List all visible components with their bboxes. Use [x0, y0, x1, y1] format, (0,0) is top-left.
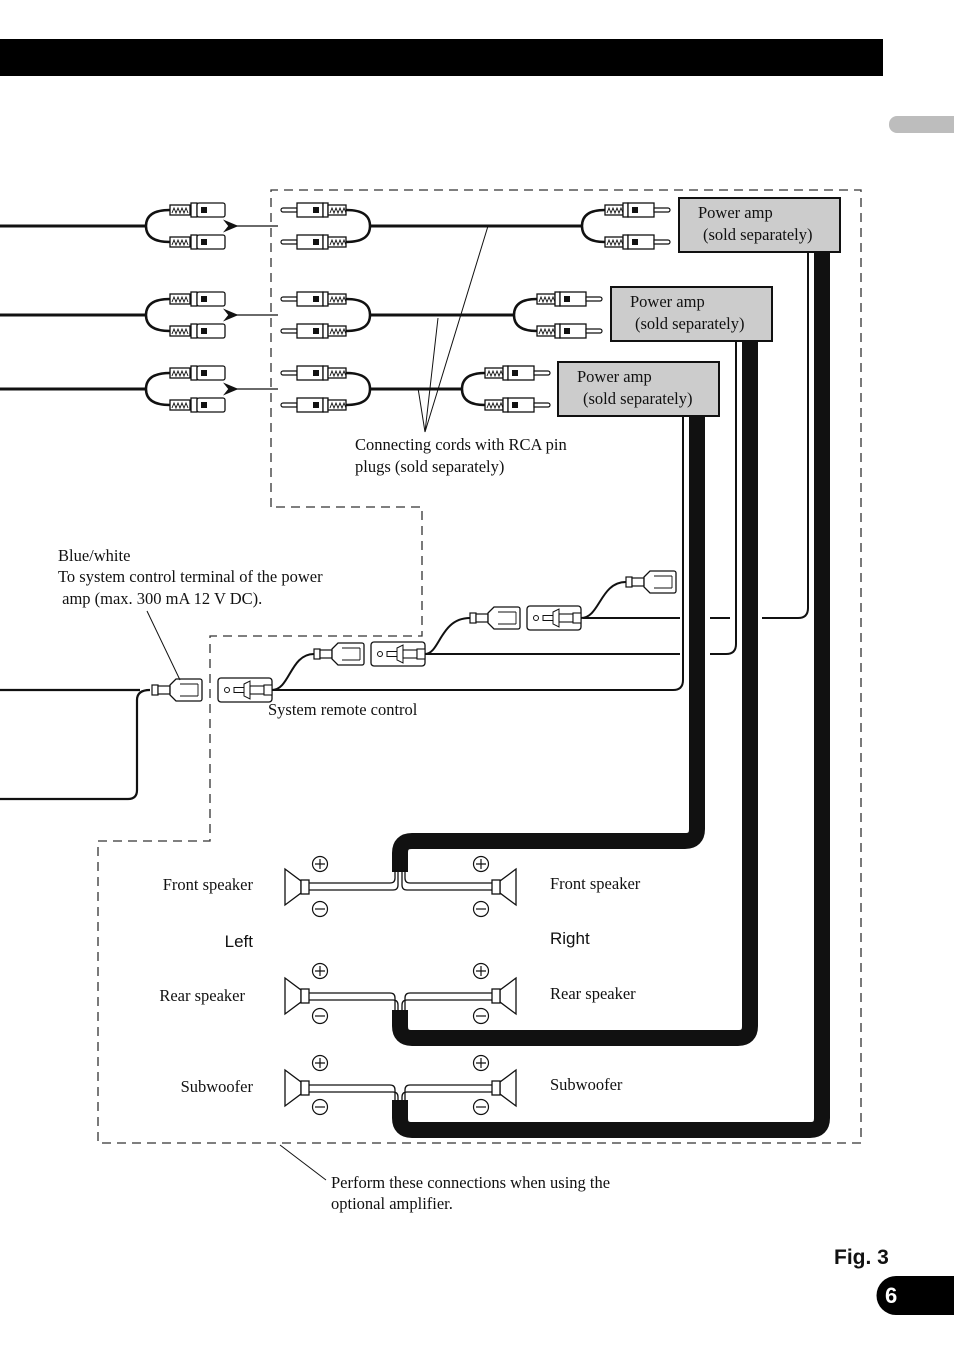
remote-connectors [0, 570, 677, 801]
figure-label: Fig. 3 [834, 1246, 889, 1269]
optional-region-outline [97, 189, 862, 1144]
plus-icon [472, 962, 490, 980]
plus-icon [311, 1054, 329, 1072]
rca-row-1 [0, 202, 671, 250]
minus-icon [311, 900, 329, 918]
plus-icon [311, 855, 329, 873]
subwoofer-right [491, 1069, 517, 1107]
speaker-rear-left [284, 977, 310, 1015]
right-label: Right [550, 929, 590, 948]
plus-icon [472, 855, 490, 873]
svg-text:Power amp: Power amp [698, 203, 773, 222]
power-amp-3: Power amp (sold separately) [557, 361, 720, 417]
power-amp-1: Power amp (sold separately) [678, 197, 841, 253]
svg-text:(sold separately): (sold separately) [583, 389, 693, 408]
blue-white-leader [146, 610, 181, 681]
minus-icon [472, 1007, 490, 1025]
rca-callout-leaders [417, 225, 489, 433]
page-number-tab [876, 1276, 954, 1315]
front-speaker-right-label: Front speaker [550, 874, 641, 893]
remote-note-line3: amp (max. 300 mA 12 V DC). [58, 589, 262, 608]
rca-note-line2: plugs (sold separately) [355, 457, 504, 476]
system-remote-label: System remote control [268, 700, 418, 719]
speaker-front-left [284, 868, 310, 906]
rca-note-line1: Connecting cords with RCA pin [355, 435, 567, 454]
remote-note-line2: To system control terminal of the power [58, 567, 323, 586]
rear-speaker-left-label: Rear speaker [159, 986, 245, 1005]
minus-icon [311, 1098, 329, 1116]
header-bar [0, 39, 883, 76]
speaker-wiring [308, 860, 492, 1102]
front-speaker-left-label: Front speaker [163, 875, 254, 894]
subwoofer-left-label: Subwoofer [181, 1077, 254, 1096]
svg-text:(sold separately): (sold separately) [635, 314, 745, 333]
plus-icon [311, 962, 329, 980]
remote-note-line1: Blue/white [58, 546, 130, 565]
minus-icon [472, 1098, 490, 1116]
power-amp-2: Power amp (sold separately) [610, 286, 773, 342]
optional-note-line2: optional amplifier. [331, 1194, 453, 1213]
plus-icon [472, 1054, 490, 1072]
speaker-rear-right [491, 977, 517, 1015]
optional-note-leader [279, 1144, 327, 1181]
subwoofer-left [284, 1069, 310, 1107]
side-tab [889, 116, 954, 133]
speaker-cables [392, 252, 830, 1138]
optional-note-line1: Perform these connections when using the [331, 1173, 610, 1192]
svg-text:Power amp: Power amp [630, 292, 705, 311]
page-number: 6 [885, 1283, 897, 1308]
svg-text:(sold separately): (sold separately) [703, 225, 813, 244]
minus-icon [472, 900, 490, 918]
polarity-markers [311, 855, 490, 1116]
speaker-front-right [491, 868, 517, 906]
minus-icon [311, 1007, 329, 1025]
left-label: Left [225, 932, 254, 951]
rear-speaker-right-label: Rear speaker [550, 984, 636, 1003]
svg-text:Power amp: Power amp [577, 367, 652, 386]
subwoofer-right-label: Subwoofer [550, 1075, 623, 1094]
rca-row-2 [0, 291, 603, 339]
rca-row-3 [0, 365, 551, 413]
remote-wires [270, 252, 809, 691]
